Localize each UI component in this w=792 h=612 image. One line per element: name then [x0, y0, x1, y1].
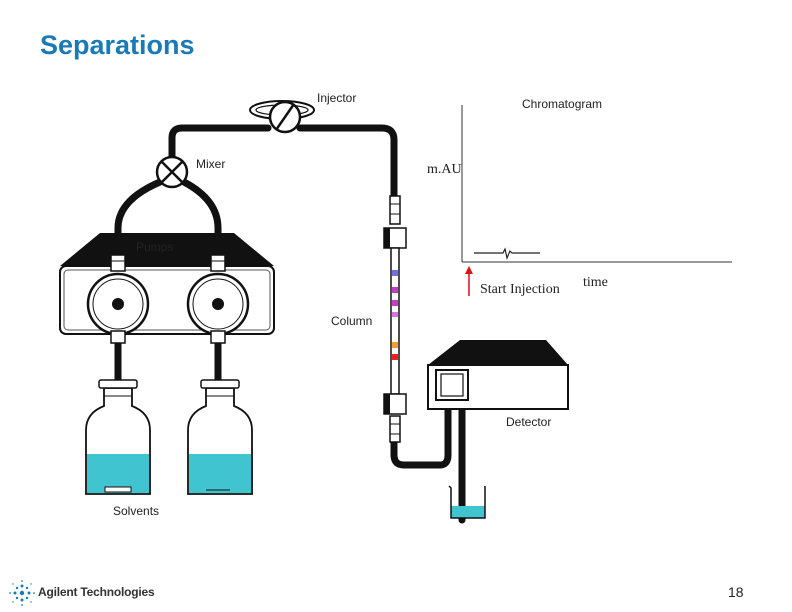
start-injection-label: Start Injection: [480, 282, 560, 297]
pump-unit: [59, 233, 275, 344]
chromatogram-trace: [474, 247, 540, 260]
waste-beaker: [448, 485, 486, 519]
chromatogram-title: Chromatogram: [522, 97, 603, 111]
page-number: 18: [728, 584, 744, 600]
injector-label: Injector: [317, 91, 357, 105]
injector-valve: [249, 100, 315, 134]
chromatogram-plot: [461, 105, 732, 296]
agilent-spark-icon: [9, 580, 35, 606]
separation-bands: [392, 270, 398, 360]
pumps-label: Pumps: [136, 240, 174, 254]
detector-label: Detector: [506, 415, 552, 429]
pump-head-left: [86, 254, 150, 344]
start-injection-arrow: [465, 266, 473, 296]
mixer-label: Mixer: [196, 157, 226, 171]
solvent-bottle-left: [85, 379, 151, 495]
solvents-label: Solvents: [113, 504, 160, 518]
pump-head-right: [186, 254, 250, 344]
detector: [427, 340, 569, 410]
mixer-valve: [155, 155, 189, 189]
solvent-bottle-right: [187, 379, 253, 495]
chromatogram-y-label: m.AU: [427, 162, 462, 177]
chromatogram-x-label: time: [583, 275, 608, 290]
column: [383, 195, 407, 443]
column-label: Column: [331, 314, 373, 328]
slide-title: Separations: [40, 30, 195, 60]
company-name: Agilent Technologies: [38, 585, 155, 599]
